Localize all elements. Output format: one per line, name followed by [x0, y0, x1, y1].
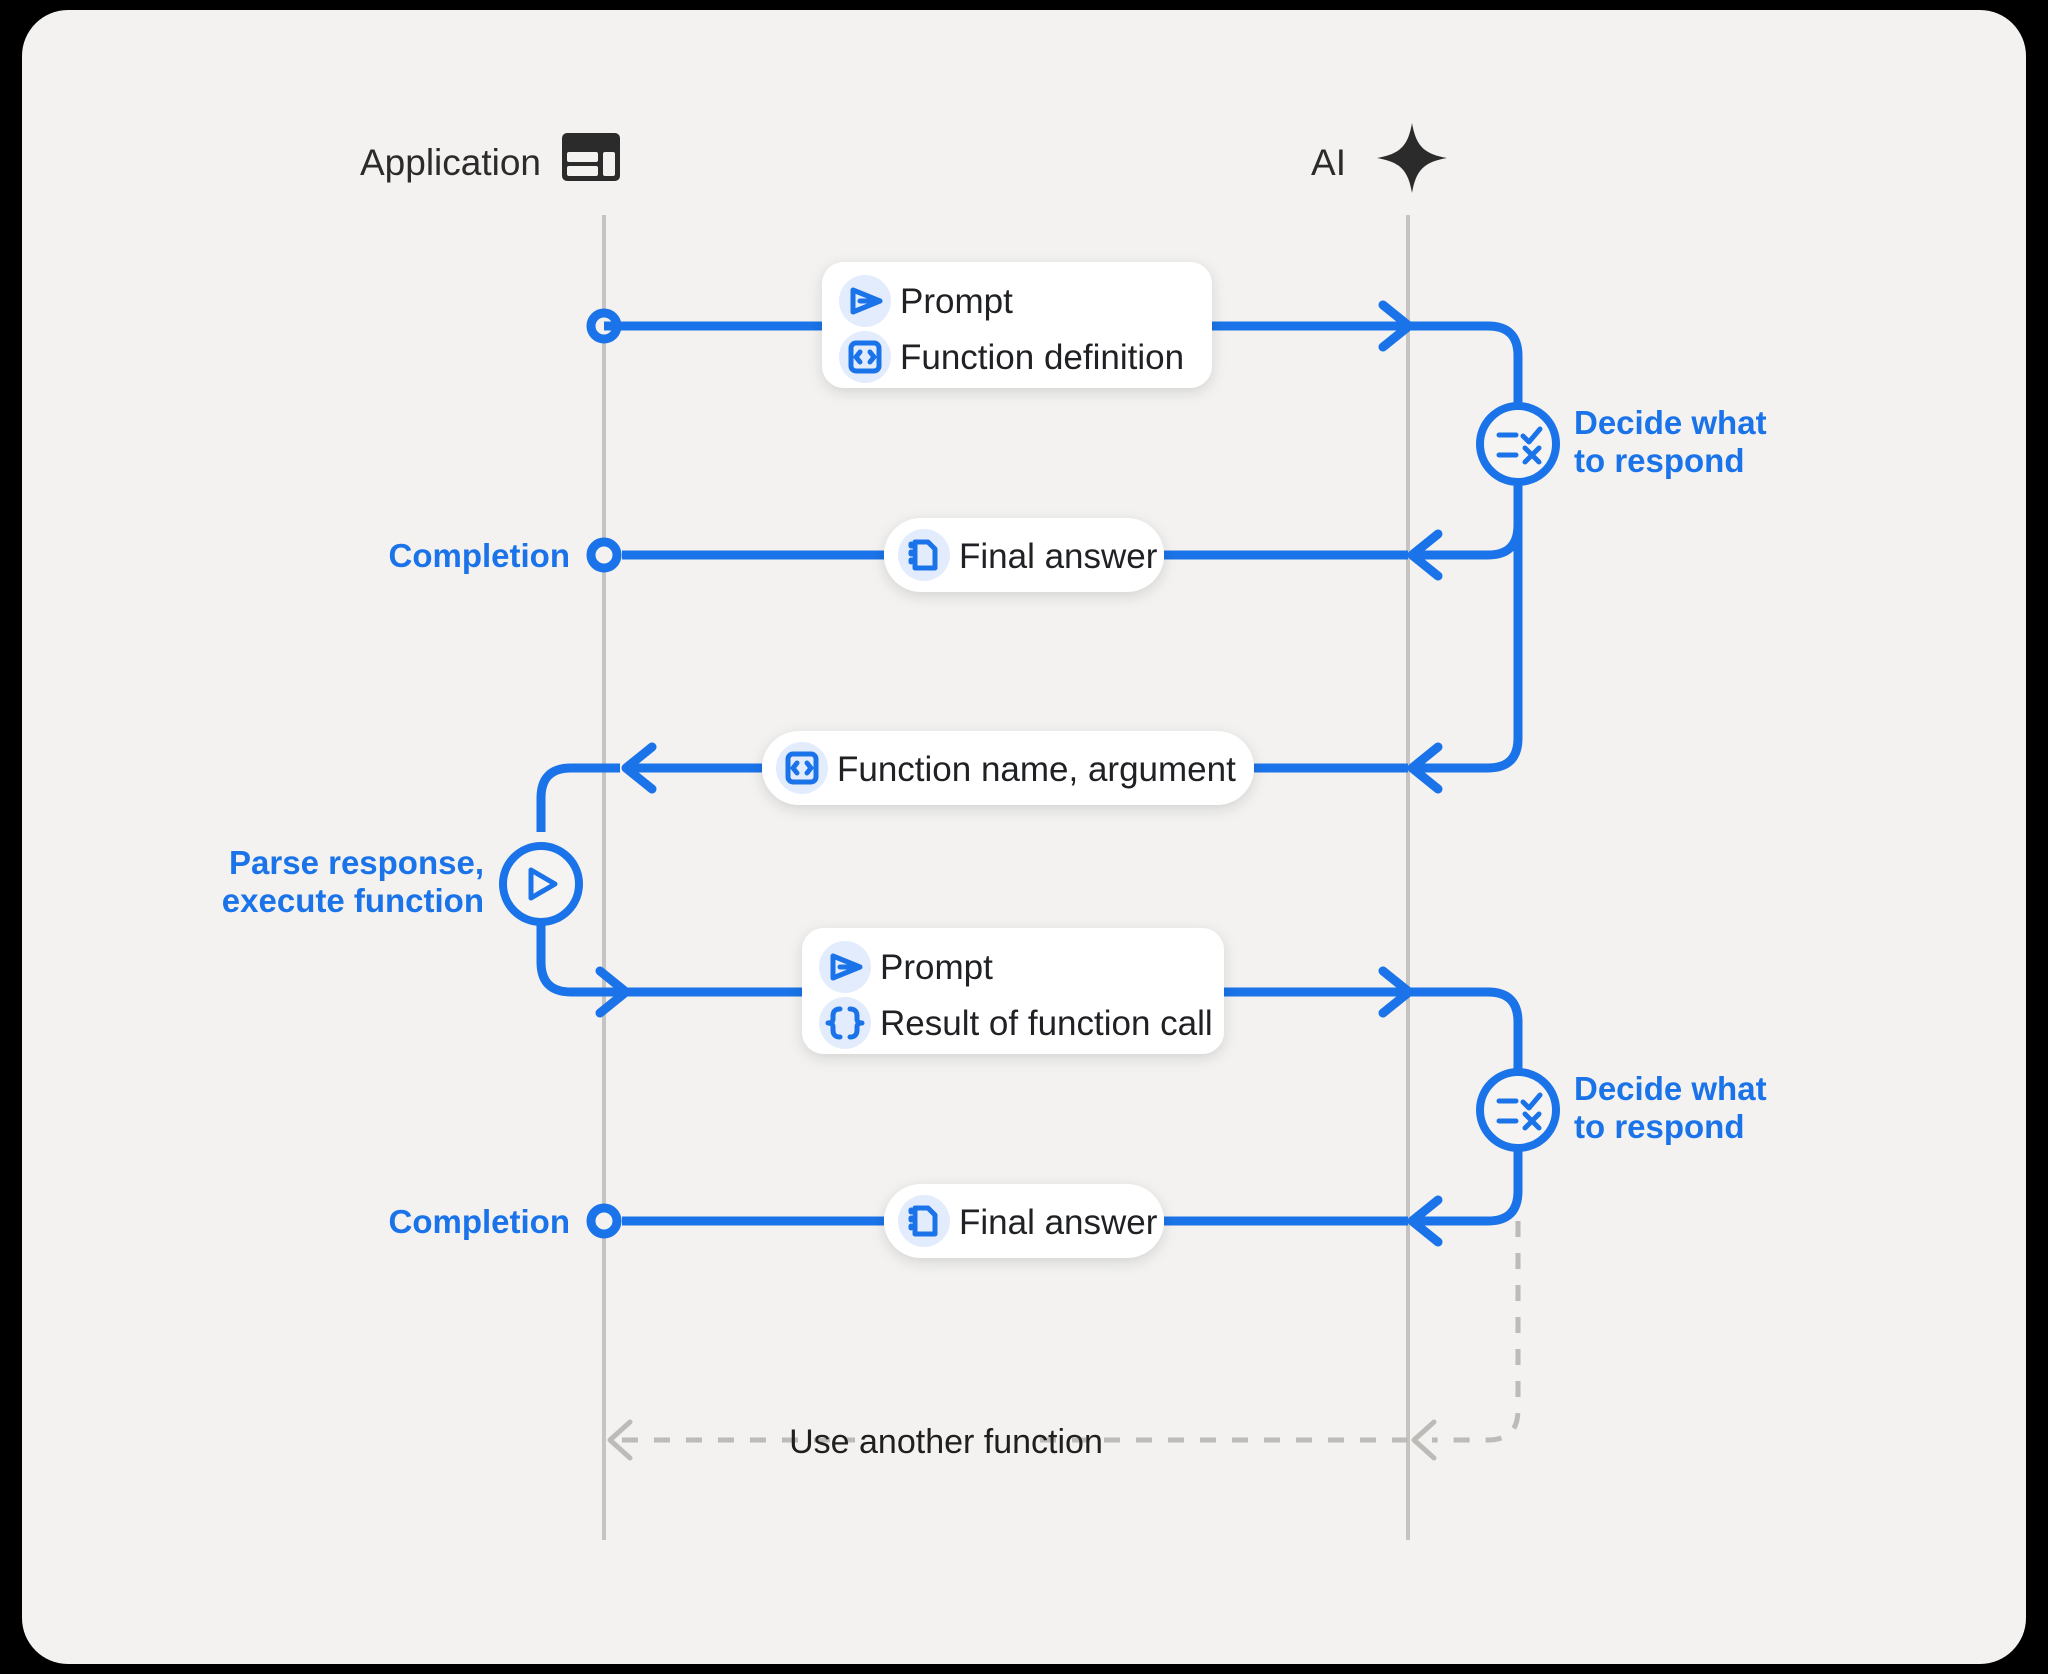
node-end-completion-2 — [586, 1203, 622, 1239]
code-brackets-box-icon — [776, 742, 828, 794]
decision-node-2 — [1476, 1068, 1560, 1152]
document-icon — [898, 529, 950, 581]
flow-decide2-to-completion2 — [1414, 1148, 1523, 1226]
decision-2-label-line1: Decide what — [1574, 1070, 1767, 1107]
completion-1-label: Completion — [389, 537, 570, 574]
dashboard-layout-icon — [562, 133, 620, 181]
play-icon — [528, 867, 558, 901]
sparkle-icon — [1377, 123, 1447, 193]
arrowhead-completion-2 — [1407, 1195, 1443, 1247]
flow-request-2-to-decide2 — [1408, 987, 1523, 1072]
pill-request-1: Prompt Function definition — [822, 262, 1212, 388]
decision-2-label-line2: to respond — [1574, 1108, 1745, 1145]
flow-parse-to-request2 — [536, 870, 620, 997]
pill-completion-1: Final answer — [884, 518, 1164, 592]
curly-braces-icon — [819, 997, 871, 1049]
flow-decide1-to-functioncall — [1414, 482, 1523, 773]
code-brackets-box-icon — [839, 331, 891, 383]
pill-row-label: Final answer — [959, 1203, 1158, 1242]
node-end-completion-1 — [586, 537, 622, 573]
checklist-decision-icon — [1496, 426, 1543, 465]
pill-completion-2: Final answer — [884, 1184, 1164, 1258]
pill-row-label: Final answer — [959, 537, 1158, 576]
parse-label-line2: execute function — [222, 882, 484, 919]
arrowhead-request-1 — [1378, 300, 1414, 352]
send-prompt-icon — [839, 275, 891, 327]
completion-2-label: Completion — [389, 1203, 570, 1240]
loop-arrowhead-app — [607, 1419, 633, 1461]
parse-execute-node — [499, 842, 583, 926]
diagram-card: Application AI — [22, 10, 2026, 1664]
arrowhead-completion-1 — [1407, 529, 1443, 581]
lane-label-application: Application — [360, 142, 541, 183]
loop-dashed-return — [1432, 1221, 1521, 1443]
pill-row-label: Result of function call — [880, 1004, 1213, 1043]
checklist-decision-icon — [1496, 1092, 1543, 1131]
pill-row-label: Prompt — [900, 282, 1013, 321]
pill-row-label: Function definition — [900, 338, 1184, 377]
flow-functioncall-to-parse — [536, 763, 620, 832]
parse-label-line1: Parse response, — [229, 844, 484, 881]
pill-function-call: Function name, argument — [762, 731, 1254, 805]
send-prompt-icon — [819, 941, 871, 993]
flow-request-1-to-decide — [1408, 321, 1523, 410]
sequence-diagram: Application AI — [222, 123, 1767, 1540]
decision-1-label-line2: to respond — [1574, 442, 1745, 479]
pill-row-label: Prompt — [880, 948, 993, 987]
lane-label-ai: AI — [1311, 142, 1346, 183]
document-icon — [898, 1195, 950, 1247]
decision-1-label-line1: Decide what — [1574, 404, 1767, 441]
decision-node-1 — [1476, 402, 1560, 486]
loop-label: Use another function — [789, 1423, 1103, 1461]
pill-row-label: Function name, argument — [837, 750, 1236, 789]
arrowhead-functioncall-ai — [1407, 742, 1443, 794]
pill-request-2: Prompt Result of function call — [802, 928, 1224, 1054]
loop-arrowhead-ai — [1411, 1419, 1437, 1461]
arrowhead-functioncall-app — [621, 742, 657, 794]
